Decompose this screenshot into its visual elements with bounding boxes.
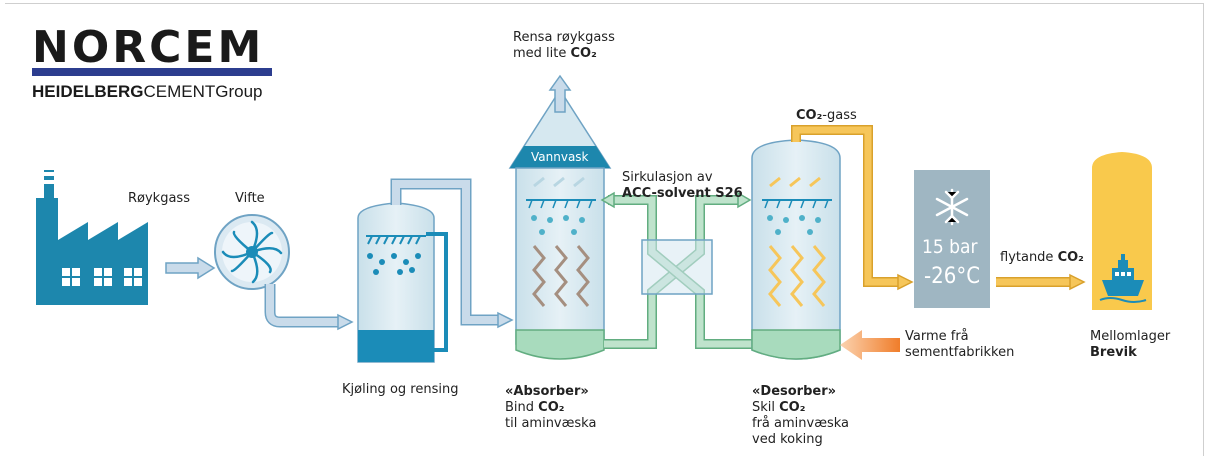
pipe-fan-to-cooler: [264, 284, 340, 328]
logo-bar: [32, 68, 272, 76]
heat-exchanger: [641, 239, 713, 295]
label-absorber: «Absorber» Bind CO₂ til aminvæska: [505, 384, 597, 431]
label-heat: Varme frå sementfabrikken: [905, 329, 1015, 360]
logo-norcem-text: NORCEM: [32, 22, 264, 73]
label-fan: Vifte: [235, 191, 265, 206]
flue-gas-arrow: [165, 256, 216, 280]
desorber-column: [751, 139, 841, 360]
cooling-tower: [357, 202, 448, 363]
label-cooling: Kjøling og rensing: [342, 382, 459, 397]
label-liquid-co2: flytande CO₂: [1000, 250, 1084, 265]
fan-icon: [214, 214, 290, 290]
label-desorber: «Desorber» Skil CO₂ frå aminvæska ved ko…: [752, 384, 849, 447]
label-co2-gas: CO₂-gass: [796, 108, 857, 123]
storage-tank: [1092, 152, 1152, 310]
absorber-column: [508, 88, 612, 360]
norcem-logo: NORCEM HEIDELBERGCEMENTGroup: [32, 22, 272, 101]
label-clean-gas: Rensa røykgass med lite CO₂: [513, 30, 615, 61]
liquefaction-unit: [914, 170, 990, 308]
label-circulation: Sirkulasjon av ACC-solvent S26: [622, 170, 743, 201]
label-storage: Mellomlager Brevik: [1090, 329, 1171, 360]
label-pressure: 15 bar: [922, 236, 978, 258]
snowflake-icon: [935, 188, 969, 226]
label-flue-gas: Røykgass: [128, 191, 190, 206]
co2-gas-pipe: [791, 125, 914, 291]
clean-gas-exhaust-arrow: [548, 74, 572, 113]
ship-icon: [1099, 254, 1147, 303]
heat-input-arrow: [840, 330, 900, 360]
label-temperature: -26°C: [924, 264, 981, 289]
liquid-co2-arrow: [996, 273, 1086, 291]
frame-border: [5, 3, 1204, 456]
logo-group-text: HEIDELBERGCEMENTGroup: [32, 82, 263, 101]
cement-factory-icon: [36, 170, 148, 305]
label-water-wash: Vannvask: [531, 150, 589, 164]
